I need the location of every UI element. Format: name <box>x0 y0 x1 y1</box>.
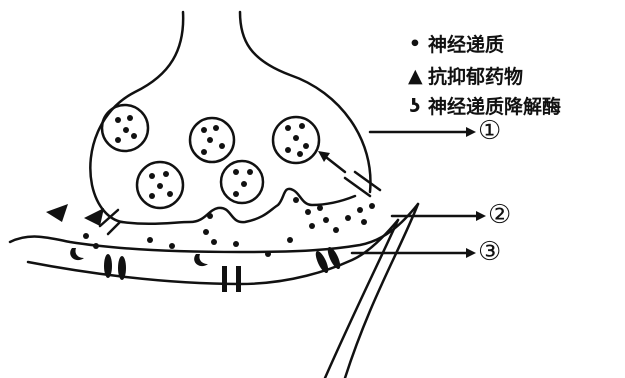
drug-triangle <box>84 208 104 226</box>
receptor <box>222 266 227 292</box>
postsynaptic-body-right <box>345 204 418 378</box>
label-one: ① <box>478 116 501 146</box>
legend-item-drug: ▲ 抗抑郁药物 <box>408 62 523 89</box>
arrowhead <box>466 248 476 258</box>
drug-triangle <box>46 204 68 222</box>
triangle-icon: ▲ <box>408 65 422 87</box>
label-two: ② <box>488 200 511 230</box>
receptor <box>236 266 241 292</box>
receptor <box>118 256 126 280</box>
legend-label: 神经递质降解酶 <box>428 92 561 119</box>
presynaptic-membrane-right <box>240 12 370 192</box>
arrowhead <box>466 127 476 137</box>
legend-label: 抗抑郁药物 <box>428 62 523 89</box>
enzyme-mark <box>70 248 84 260</box>
legend-item-enzyme: ʖ 神经递质降解酶 <box>408 92 561 119</box>
enzyme-mark <box>194 254 208 266</box>
arrowhead <box>476 211 486 221</box>
label-three: ③ <box>478 237 501 267</box>
neurotransmitter-dots <box>83 115 375 257</box>
legend-item-transmitter: • 神经递质 <box>408 30 504 57</box>
legend-label: 神经递质 <box>428 30 504 57</box>
antidepressant-drug <box>46 204 104 226</box>
dot-icon: • <box>408 33 422 55</box>
enzyme-icon: ʖ <box>408 95 422 117</box>
receptor <box>104 254 112 278</box>
drug-arrow-right <box>108 222 120 234</box>
